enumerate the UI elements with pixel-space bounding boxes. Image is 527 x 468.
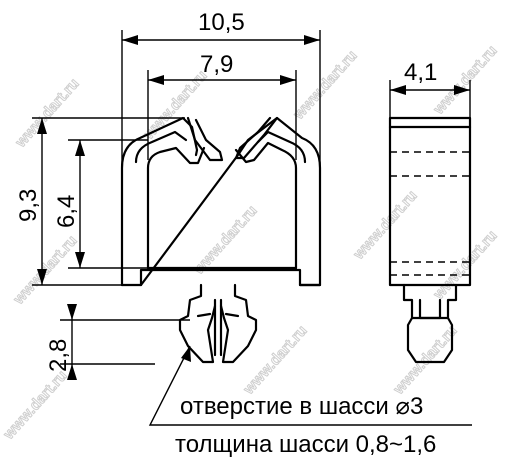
leader-line	[148, 345, 472, 426]
dim-leg-height: 2,8	[45, 304, 190, 380]
dim-inner-width: 7,9	[147, 51, 297, 160]
dim-total-width: 10,5	[121, 9, 321, 168]
anchor-pin-front	[178, 283, 258, 364]
dim-label-inner-width: 7,9	[200, 51, 233, 78]
watermark: www.dart.ru	[350, 187, 421, 263]
clip-front-view	[120, 116, 322, 287]
dim-label-leg-height: 2,8	[45, 339, 72, 372]
watermark-group: www.dart.ru www.dart.ru www.dart.ru www.…	[0, 42, 501, 444]
note-hole: отверстие в шасси ⌀3	[180, 393, 423, 420]
dim-label-total-width: 10,5	[198, 9, 245, 36]
watermark: www.dart.ru	[0, 367, 71, 443]
dim-label-side-width: 4,1	[404, 59, 437, 86]
dim-inner-height: 6,4	[53, 139, 148, 269]
watermark: www.dart.ru	[390, 322, 461, 398]
note-thickness: толщина шасси 0,8~1,6	[175, 431, 436, 458]
dim-label-inner-height: 6,4	[53, 195, 80, 228]
watermark: www.dart.ru	[290, 47, 361, 123]
watermark: www.dart.ru	[430, 227, 501, 303]
dim-total-height: 9,3	[15, 117, 185, 286]
watermark: www.dart.ru	[430, 42, 501, 118]
dim-label-total-height: 9,3	[15, 189, 42, 222]
watermark: www.dart.ru	[240, 322, 311, 398]
dim-side-width: 4,1	[389, 59, 471, 118]
clip-side-view	[388, 116, 472, 364]
